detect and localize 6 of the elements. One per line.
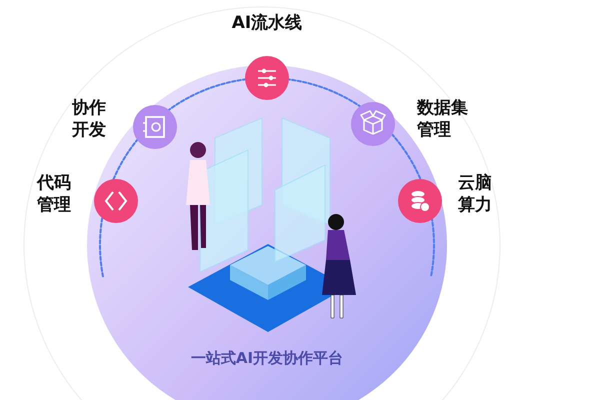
feature-label: 代码管理 xyxy=(37,172,72,216)
feature-label: AI流水线 xyxy=(230,12,304,34)
platform-title: 一站式AI开发协作平台 xyxy=(190,349,344,368)
feature-label: 云脑算力 xyxy=(458,172,493,216)
feature-label: 协作开发 xyxy=(72,97,107,142)
feature-label: 数据集管理 xyxy=(417,97,469,142)
